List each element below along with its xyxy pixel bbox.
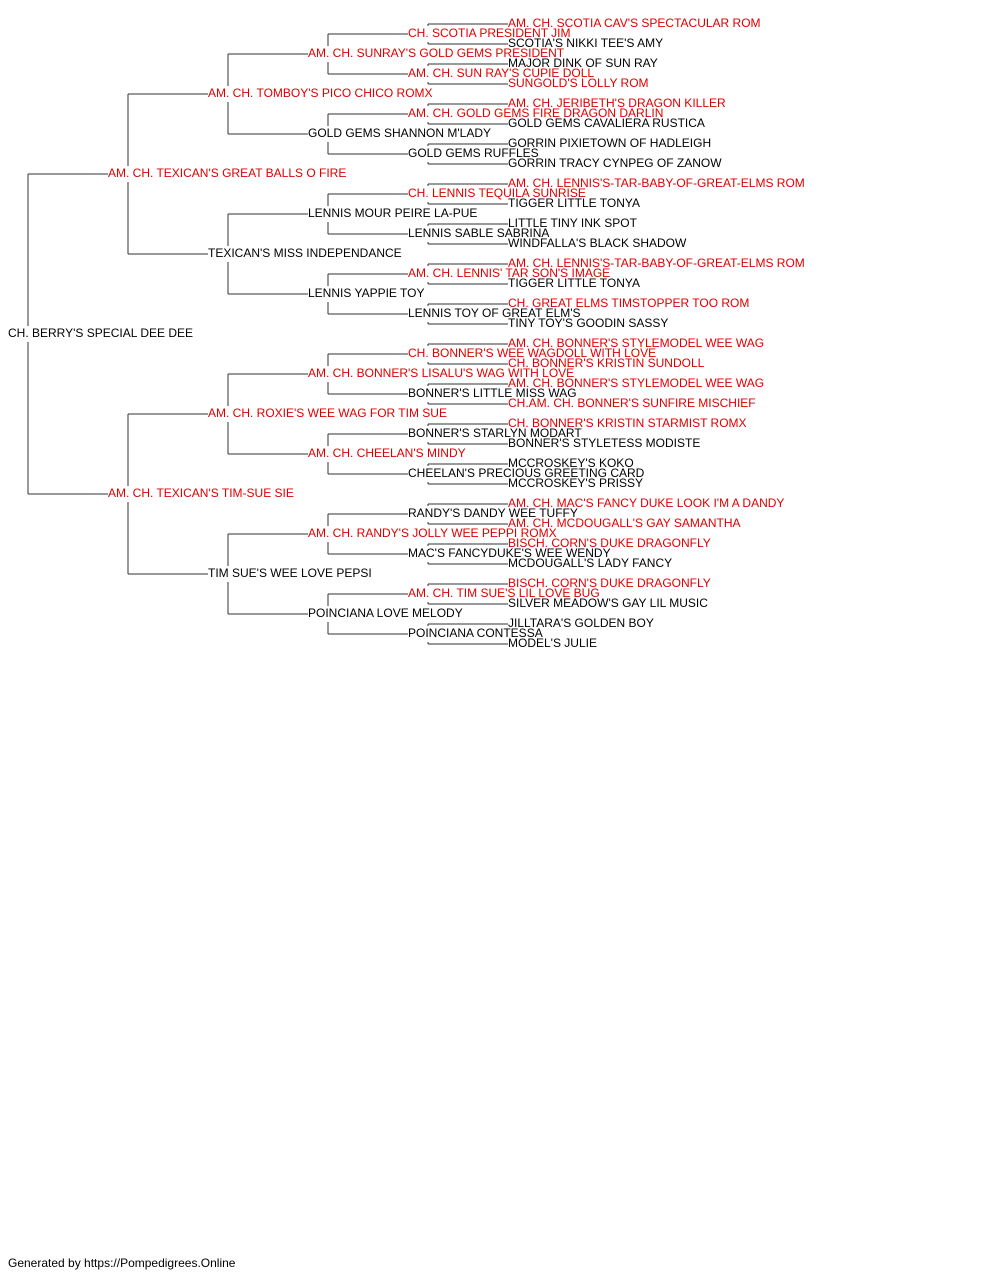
- dog-name: AM. CH. LENNIS' TAR SON'S IMAGE: [408, 266, 610, 280]
- dog-name: CH. BONNER'S KRISTIN STARMIST ROMX: [508, 416, 747, 430]
- dog-name: TIGGER LITTLE TONYA: [508, 196, 640, 210]
- dog-name: LENNIS TOY OF GREAT ELM'S: [408, 306, 581, 320]
- dog-name: AM. CH. SCOTIA CAV'S SPECTACULAR ROM: [508, 16, 761, 30]
- dog-name: LITTLE TINY INK SPOT: [508, 216, 638, 230]
- dog-name: GORRIN TRACY CYNPEG OF ZANOW: [508, 156, 722, 170]
- dog-name: AM. CH. CHEELAN'S MINDY: [308, 446, 466, 460]
- dog-name: WINDFALLA'S BLACK SHADOW: [508, 236, 687, 250]
- dog-name: CH. BONNER'S WEE WAGDOLL WITH LOVE: [408, 346, 656, 360]
- dog-name: CH.AM. CH. BONNER'S SUNFIRE MISCHIEF: [508, 396, 756, 410]
- dog-name: AM. CH. TEXICAN'S GREAT BALLS O FIRE: [108, 166, 346, 180]
- dog-name: JILLTARA'S GOLDEN BOY: [508, 616, 654, 630]
- dog-name: GOLD GEMS CAVALIERA RUSTICA: [508, 116, 705, 130]
- dog-name: AM. CH. MCDOUGALL'S GAY SAMANTHA: [508, 516, 741, 530]
- dog-name: GORRIN PIXIETOWN OF HADLEIGH: [508, 136, 711, 150]
- dog-name: BISCH. CORN'S DUKE DRAGONFLY: [508, 536, 711, 550]
- dog-name: MAC'S FANCYDUKE'S WEE WENDY: [408, 546, 611, 560]
- dog-name: BONNER'S LITTLE MISS WAG: [408, 386, 577, 400]
- dog-name: BONNER'S STYLETESS MODISTE: [508, 436, 700, 450]
- dog-name: CH. GREAT ELMS TIMSTOPPER TOO ROM: [508, 296, 749, 310]
- dog-name: BONNER'S STARLYN MODART: [408, 426, 582, 440]
- dog-name: AM. CH. BONNER'S STYLEMODEL WEE WAG: [508, 336, 764, 350]
- dog-name: LENNIS MOUR PEIRE LA-PUE: [308, 206, 477, 220]
- dog-name: MCCROSKEY'S PRISSY: [508, 476, 643, 490]
- dog-name: MAJOR DINK OF SUN RAY: [508, 56, 658, 70]
- dog-name: CHEELAN'S PRECIOUS GREETING CARD: [408, 466, 645, 480]
- dog-name: MODEL'S JULIE: [508, 636, 597, 650]
- dog-name: AM. CH. JERIBETH'S DRAGON KILLER: [508, 96, 726, 110]
- generator-credit: Generated by https://Pompedigrees.Online: [8, 1256, 236, 1270]
- dog-name: CH. BERRY'S SPECIAL DEE DEE: [8, 326, 193, 340]
- dog-name: AM. CH. SUNRAY'S GOLD GEMS PRESIDENT: [308, 46, 565, 60]
- dog-name: AM. CH. TOMBOY'S PICO CHICO ROMX: [208, 86, 433, 100]
- dog-name: MCDOUGALL'S LADY FANCY: [508, 556, 672, 570]
- dog-name: MCCROSKEY'S KOKO: [508, 456, 634, 470]
- dog-name: AM. CH. TEXICAN'S TIM-SUE SIE: [108, 486, 294, 500]
- dog-name: AM. CH. LENNIS'S-TAR-BABY-OF-GREAT-ELMS …: [508, 256, 805, 270]
- dog-name: AM. CH. BONNER'S STYLEMODEL WEE WAG: [508, 376, 764, 390]
- dog-name: GOLD GEMS SHANNON M'LADY: [308, 126, 491, 140]
- dog-name: AM. CH. MAC'S FANCY DUKE LOOK I'M A DAND…: [508, 496, 784, 510]
- dog-name: RANDY'S DANDY WEE TUFFY: [408, 506, 578, 520]
- dog-name: AM. CH. RANDY'S JOLLY WEE PEPPI ROMX: [308, 526, 557, 540]
- dog-name: TEXICAN'S MISS INDEPENDANCE: [208, 246, 402, 260]
- dog-name: BISCH. CORN'S DUKE DRAGONFLY: [508, 576, 711, 590]
- dog-name: AM. CH. GOLD GEMS FIRE DRAGON DARLIN: [408, 106, 663, 120]
- dog-name: TINY TOY'S GOODIN SASSY: [508, 316, 668, 330]
- dog-name: SUNGOLD'S LOLLY ROM: [508, 76, 649, 90]
- dog-name: CH. BONNER'S KRISTIN SUNDOLL: [508, 356, 705, 370]
- dog-name: CH. SCOTIA PRESIDENT JIM: [408, 26, 570, 40]
- dog-name: POINCIANA CONTESSA: [408, 626, 543, 640]
- dog-name: AM. CH. BONNER'S LISALU'S WAG WITH LOVE: [308, 366, 574, 380]
- dog-name: TIGGER LITTLE TONYA: [508, 276, 640, 290]
- dog-name: LENNIS SABLE SABRINA: [408, 226, 549, 240]
- dog-name: AM. CH. SUN RAY'S CUPIE DOLL: [408, 66, 594, 80]
- dog-name: LENNIS YAPPIE TOY: [308, 286, 425, 300]
- dog-name: AM. CH. TIM SUE'S LIL LOVE BUG: [408, 586, 600, 600]
- dog-name: TIM SUE'S WEE LOVE PEPSI: [208, 566, 372, 580]
- dog-name: AM. CH. ROXIE'S WEE WAG FOR TIM SUE: [208, 406, 447, 420]
- dog-name: GOLD GEMS RUFFLES: [408, 146, 539, 160]
- dog-name: AM. CH. LENNIS'S-TAR-BABY-OF-GREAT-ELMS …: [508, 176, 805, 190]
- dog-name: SILVER MEADOW'S GAY LIL MUSIC: [508, 596, 708, 610]
- dog-name: CH. LENNIS TEQUILA SUNRISE: [408, 186, 586, 200]
- dog-name: SCOTIA'S NIKKI TEE'S AMY: [508, 36, 663, 50]
- dog-name: POINCIANA LOVE MELODY: [308, 606, 463, 620]
